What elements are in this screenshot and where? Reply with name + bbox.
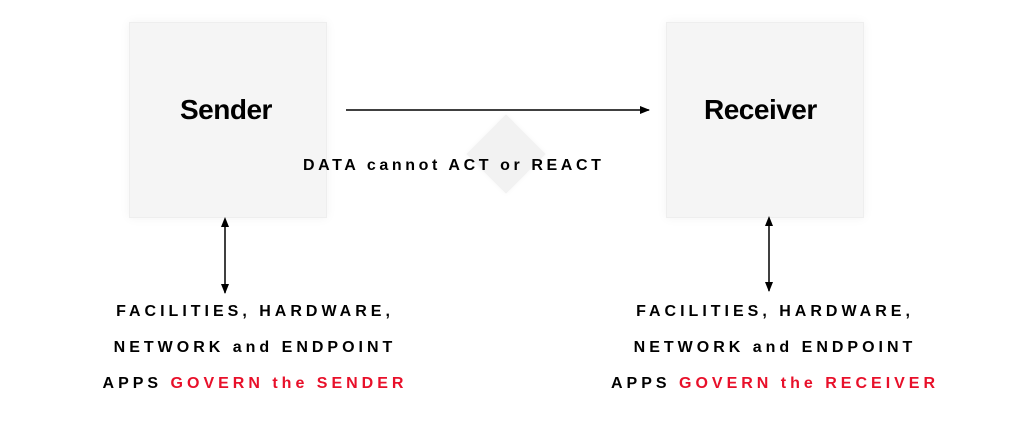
- sender-box: [129, 22, 327, 218]
- sender-footer-line3-highlight: GOVERN the SENDER: [170, 375, 408, 392]
- receiver-label: Receiver: [704, 94, 817, 125]
- sender-label: Sender: [180, 94, 272, 125]
- sender-footer-text: FACILITIES, HARDWARE, NETWORK and ENDPOI…: [50, 294, 460, 402]
- sender-footer-line2: NETWORK and ENDPOINT: [113, 339, 397, 356]
- receiver-footer-line2: NETWORK and ENDPOINT: [633, 339, 917, 356]
- sender-footer-line3-prefix: APPS: [102, 375, 163, 392]
- receiver-footer-line1: FACILITIES, HARDWARE,: [636, 303, 914, 320]
- receiver-footer-line3-highlight: GOVERN the RECEIVER: [679, 375, 940, 392]
- sender-footer-line3: APPS GOVERN the SENDER: [50, 366, 460, 402]
- receiver-footer-line3: APPS GOVERN the RECEIVER: [565, 366, 985, 402]
- sender-footer-line1: FACILITIES, HARDWARE,: [116, 303, 394, 320]
- data-caption: DATA cannot ACT or REACT: [303, 157, 605, 174]
- receiver-footer-line3-prefix: APPS: [610, 375, 671, 392]
- receiver-footer-text: FACILITIES, HARDWARE, NETWORK and ENDPOI…: [565, 294, 985, 402]
- receiver-box: [666, 22, 864, 218]
